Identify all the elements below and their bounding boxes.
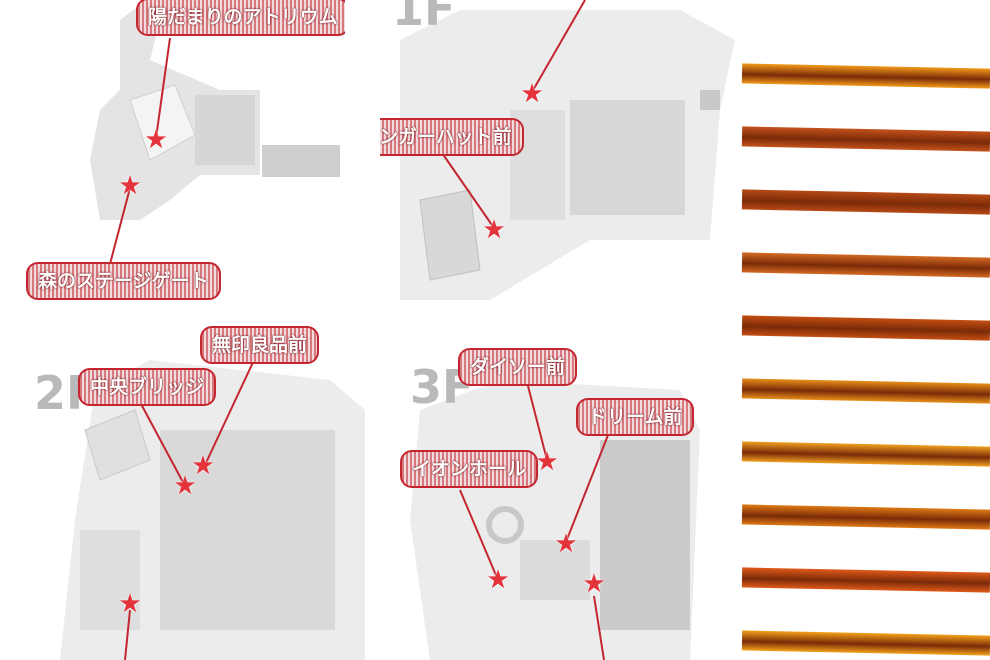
star-marker-icon[interactable]: ★ <box>191 451 215 481</box>
location-callout-stage-gate[interactable]: 森のステージゲート <box>26 262 221 300</box>
star-marker-icon[interactable]: ★ <box>482 215 506 245</box>
star-marker-icon[interactable]: ★ <box>173 471 197 501</box>
star-marker-icon[interactable]: ★ <box>486 565 510 595</box>
floor-plan-top-left <box>90 5 340 265</box>
location-callout-ringerhut[interactable]: リンガーハット前 <box>380 118 524 156</box>
location-callout-dream[interactable]: ドリーム前 <box>576 398 695 436</box>
location-callout-daiso[interactable]: ダイソー前 <box>458 348 578 386</box>
color-strip <box>741 441 990 467</box>
color-strip <box>741 630 990 656</box>
color-strip <box>741 504 990 530</box>
floor-plan-2f <box>60 357 365 660</box>
color-strip <box>741 189 990 215</box>
color-strip <box>741 315 990 341</box>
location-callout-muji[interactable]: 無印良品前 <box>200 326 320 364</box>
floor-label: 1F <box>392 0 456 36</box>
floor-plan-1f <box>400 0 735 300</box>
floor-map-3f: 3F ダイソー前 イオンホール ドリーム前 ★ ★ ★ ★ <box>380 320 740 660</box>
decorative-strips <box>741 0 990 660</box>
floor-map-1f: 1F リンガーハット前 ★ ★ <box>380 0 740 310</box>
floor-map-2f: 2F 中央ブリッジ 無印良品前 ★ ★ ★ <box>0 320 370 660</box>
location-callout-atrium[interactable]: 陽だまりのアトリウム <box>136 0 345 36</box>
color-strip <box>741 378 990 404</box>
star-marker-icon[interactable]: ★ <box>535 447 559 477</box>
star-marker-icon[interactable]: ★ <box>118 171 142 201</box>
star-marker-icon[interactable]: ★ <box>520 79 544 109</box>
location-callout-aeon-hall[interactable]: イオンホール <box>400 450 539 488</box>
star-marker-icon[interactable]: ★ <box>118 589 142 619</box>
star-marker-icon[interactable]: ★ <box>582 569 606 599</box>
color-strip <box>741 567 990 593</box>
color-strip <box>741 126 990 152</box>
star-marker-icon[interactable]: ★ <box>144 125 168 155</box>
color-strip <box>741 63 990 89</box>
color-strip <box>741 252 990 278</box>
location-callout-central-bridge[interactable]: 中央ブリッジ <box>78 368 217 406</box>
floor-map-top-left: 陽だまりのアトリウム 森のステージゲート ★ ★ <box>0 0 345 310</box>
star-marker-icon[interactable]: ★ <box>554 529 578 559</box>
